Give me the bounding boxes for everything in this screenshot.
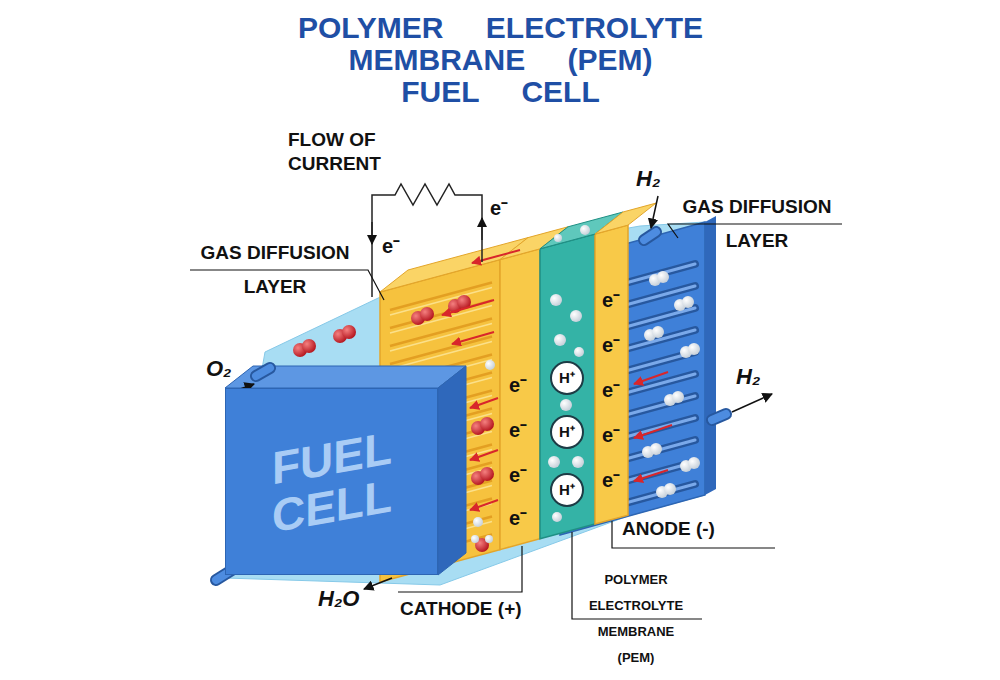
molecules-part (688, 343, 700, 355)
molecules-part (342, 325, 356, 339)
molecules-part (554, 334, 566, 346)
leader-lines (190, 224, 842, 619)
external-circuit-part (372, 184, 482, 297)
molecules-part (682, 296, 694, 308)
molecules-part (574, 347, 584, 357)
electrode-layers-part (380, 238, 528, 292)
molecules-part (650, 443, 662, 455)
electron-label: e⁻ (602, 423, 620, 447)
electrode-layers-part (595, 225, 628, 524)
part-label: GAS DIFFUSION LAYER (190, 236, 360, 304)
electrode-layers-part (595, 203, 656, 234)
molecules-part (548, 456, 560, 468)
molecules-part (302, 339, 316, 353)
part-label: POLYMER ELECTROLYTE MEMBRANE (PEM) (584, 567, 688, 671)
fuel-cell-plate: FUEL CELL (225, 388, 438, 575)
external-circuit-part (481, 218, 483, 240)
gas-label: H₂ (736, 364, 760, 390)
flow-arrows-part (470, 500, 498, 510)
molecules-part (560, 399, 572, 411)
electron-label: e⁻ (602, 288, 620, 312)
molecules-part (471, 535, 479, 543)
molecules-part (485, 360, 495, 370)
gas-arrows-part (364, 578, 392, 589)
anode-flow-plate-part (600, 264, 695, 510)
external-circuit-part (371, 222, 373, 244)
gas-label: O₂ (206, 356, 232, 382)
electron-label: e⁻ (602, 468, 620, 492)
electron-label: e⁻ (509, 418, 527, 442)
molecules-part (550, 294, 562, 306)
cathode-plate-faces-part (225, 366, 466, 388)
flow-arrows-part (472, 250, 520, 263)
anode-flow-plate-part (644, 232, 656, 240)
electron-label: e⁻ (490, 196, 508, 220)
molecules-part (570, 310, 582, 322)
flow-arrows-part (442, 300, 494, 315)
cathode-plate-faces-part (256, 368, 270, 376)
electron-label: e⁻ (509, 373, 527, 397)
molecules-part (420, 307, 434, 321)
external-circuit (372, 184, 482, 297)
proton-circle: H⁺ (550, 361, 584, 395)
flow-arrows-part (634, 372, 668, 384)
molecules-part (473, 517, 483, 527)
flow-arrows-part (452, 332, 494, 344)
ion-label: H⁺ (559, 423, 575, 441)
circuit-label: FLOW OF CURRENT (288, 128, 408, 176)
electron-label: e⁻ (509, 463, 527, 487)
cathode-plate-faces-part (438, 366, 466, 575)
ion-label: H⁺ (559, 481, 575, 499)
molecules-part (552, 512, 562, 522)
electron-label: e⁻ (509, 506, 527, 530)
anode-flow-plate-part (712, 414, 726, 420)
electrode-layers-part (500, 249, 540, 550)
molecules-part (688, 457, 700, 469)
molecules-part (664, 483, 676, 495)
anode-flow-plate-part (644, 232, 656, 240)
flow-arrows (442, 250, 672, 510)
molecules-part (572, 456, 584, 468)
gas-label: H₂ (636, 166, 660, 192)
electron-label: e⁻ (602, 378, 620, 402)
molecules-part (657, 271, 669, 283)
proton-circle: H⁺ (550, 473, 584, 507)
flow-arrows-part (470, 398, 498, 408)
proton-circle: H⁺ (550, 415, 584, 449)
anode-flow-plate-part (705, 216, 716, 495)
flow-arrows-part (634, 470, 668, 481)
molecules-part (480, 467, 494, 481)
molecules-part (652, 326, 664, 338)
molecules-part (485, 535, 493, 543)
plate-text: FUEL CELL (257, 420, 407, 542)
molecules-part (672, 391, 684, 403)
cathode-plate-faces-part (256, 368, 270, 376)
gas-label: H₂O (318, 586, 359, 612)
molecules-part (554, 234, 562, 242)
gas-arrows-part (651, 196, 658, 228)
electrode-layers-part (540, 234, 595, 539)
molecules-part (580, 225, 590, 235)
part-label: GAS DIFFUSION LAYER (672, 190, 842, 258)
flow-arrows-part (634, 425, 672, 438)
molecules-part (480, 417, 494, 431)
anode-flow-plate-part (600, 264, 695, 510)
part-label: ANODE (-) (622, 518, 715, 540)
anode-flow-plate-part (712, 414, 726, 420)
diagram-title: POLYMER ELECTROLYTE MEMBRANE (PEM) FUEL … (292, 12, 709, 108)
electrode-layers-part (540, 212, 623, 249)
flow-arrows-part (470, 450, 498, 460)
part-label: CATHODE (+) (400, 598, 522, 620)
ion-label: H⁺ (559, 369, 575, 387)
gas-arrows-part (732, 394, 772, 412)
cathode-plate-faces (216, 366, 466, 580)
electron-label: e⁻ (382, 234, 400, 258)
electron-label: e⁻ (602, 333, 620, 357)
